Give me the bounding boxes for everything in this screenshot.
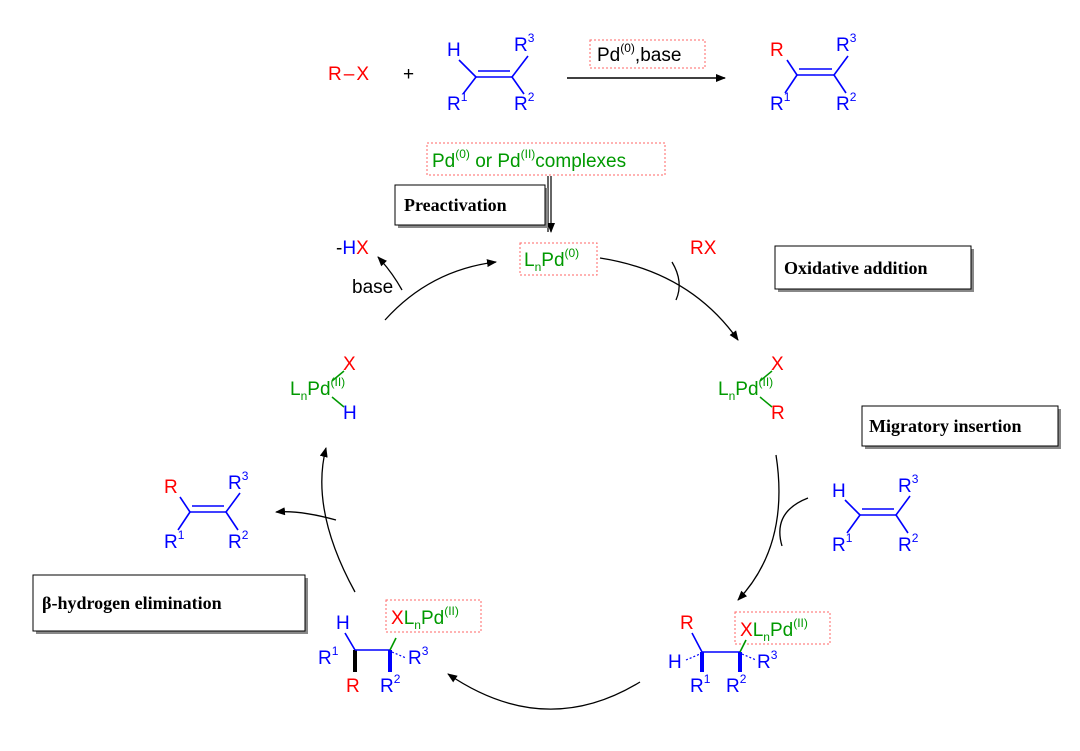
hx-byproduct: -HX (336, 238, 369, 259)
svg-text:LnPd(0): LnPd(0) (524, 246, 579, 274)
svg-text:R3: R3 (228, 469, 249, 494)
alkene-reactant: H R3 R1 R2 (447, 31, 535, 115)
svg-text:R3: R3 (757, 648, 778, 673)
svg-text:R3: R3 (898, 472, 919, 497)
pd0-species: LnPd(0) (519, 242, 598, 276)
svg-text:R3: R3 (514, 31, 535, 56)
svg-text:H: H (343, 403, 357, 424)
preactivation-box: Preactivation (394, 184, 546, 226)
alkene-entry-curve (779, 497, 809, 547)
base-label: base (352, 277, 393, 298)
pd2-oxidative-adduct: X LnPd(II) R (718, 354, 785, 424)
migratory-insertion-box: Migratory insertion (861, 405, 1059, 447)
svg-text:R2: R2 (228, 528, 249, 553)
insertion-intermediate: XLnPd(II) R H R3 R1 R2 (668, 611, 831, 697)
catalyst-label: Pd(0),base (597, 41, 681, 66)
svg-text:R2: R2 (898, 531, 919, 556)
arrow-rotation (447, 673, 641, 710)
svg-text:H: H (447, 40, 461, 61)
svg-text:R1: R1 (318, 644, 339, 669)
rx-entry-curve (671, 261, 680, 301)
svg-text:Preactivation: Preactivation (404, 195, 507, 215)
svg-text:R2: R2 (836, 90, 857, 115)
svg-text:H: H (832, 481, 846, 502)
svg-text:R: R (770, 40, 784, 61)
svg-text:R: R (771, 403, 785, 424)
rx-reagent: RX (690, 238, 717, 259)
alkene-entering: H R3 R1 R2 (832, 472, 919, 556)
beta-elimination-box: β-hydrogen elimination (32, 574, 306, 632)
svg-text:R1: R1 (690, 672, 711, 697)
overall-reaction: R–X + H R3 R1 R2 Pd(0),base R (328, 31, 857, 115)
arrow-reductive-elimination (384, 259, 497, 321)
svg-text:X: X (771, 354, 784, 375)
pd2-hydride: X LnPd(II) H (290, 354, 357, 424)
svg-text:R1: R1 (832, 531, 853, 556)
hx-release-curve (377, 256, 403, 291)
oxidative-addition-box: Oxidative addition (774, 245, 972, 290)
alkene-product: R R3 R1 R2 (770, 31, 857, 115)
rx-r: R (328, 64, 342, 85)
rotated-intermediate: XLnPd(II) H R1 R3 R R2 (318, 599, 482, 697)
arrow-oxidative-addition (599, 257, 739, 341)
svg-text:R3: R3 (836, 31, 857, 56)
svg-text:Migratory insertion: Migratory insertion (869, 416, 1021, 436)
svg-text:Oxidative addition: Oxidative addition (784, 258, 928, 278)
arrow-product-release (275, 507, 337, 521)
precatalyst: Pd(0) or Pd(II)complexes (426, 142, 666, 233)
svg-text:LnPd(II): LnPd(II) (718, 375, 773, 403)
svg-text:R: R (346, 676, 360, 697)
svg-text:XLnPd(II): XLnPd(II) (391, 604, 459, 632)
cycle-arrows (275, 257, 780, 710)
arrow-migratory-insertion (737, 454, 780, 601)
svg-text:H: H (336, 613, 350, 634)
svg-text:R: R (164, 477, 178, 498)
svg-text:R2: R2 (726, 672, 747, 697)
svg-text:R2: R2 (514, 90, 535, 115)
svg-text:R–X: R–X (328, 64, 369, 85)
svg-text:R1: R1 (164, 528, 185, 553)
svg-text:LnPd(II): LnPd(II) (290, 375, 345, 403)
alkene-released: R R3 R1 R2 (164, 469, 249, 553)
plus-sign: + (403, 64, 414, 85)
catalyst-box (589, 39, 706, 69)
svg-text:Pd(0) or Pd(II)complexes: Pd(0) or Pd(II)complexes (432, 147, 626, 172)
svg-text:H: H (668, 652, 682, 673)
svg-text:R3: R3 (408, 644, 429, 669)
svg-text:R: R (680, 613, 694, 634)
svg-text:R2: R2 (380, 672, 401, 697)
svg-text:β-hydrogen elimination: β-hydrogen elimination (42, 593, 222, 613)
svg-text:R1: R1 (770, 90, 791, 115)
svg-text:XLnPd(II): XLnPd(II) (740, 616, 808, 644)
svg-text:R1: R1 (447, 90, 468, 115)
svg-text:X: X (343, 354, 356, 375)
arrow-beta-elimination (319, 447, 356, 593)
